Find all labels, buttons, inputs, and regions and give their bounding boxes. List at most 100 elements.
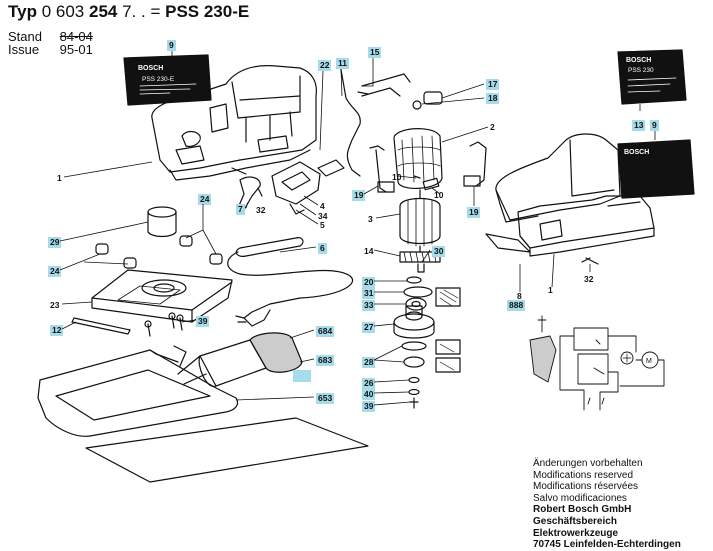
svg-text:M: M bbox=[646, 358, 652, 365]
typ-number-prefix: 0 603 bbox=[41, 2, 85, 21]
nameplate-right-top: BOSCH PSS 230 bbox=[617, 49, 687, 105]
callout-blank bbox=[293, 370, 311, 382]
part-8 bbox=[485, 233, 531, 253]
brush-holder-right bbox=[469, 141, 487, 187]
stand-line: Stand 84-04 bbox=[8, 29, 93, 44]
nameplate-right-top-model: PSS 230 bbox=[628, 67, 654, 74]
housing-upper bbox=[151, 65, 317, 181]
callout-19-right: 19 bbox=[467, 207, 481, 218]
callout-28: 28 bbox=[362, 357, 376, 368]
callout-9: 9 bbox=[167, 40, 176, 51]
label-14: 14 bbox=[364, 246, 374, 256]
callout-18: 18 bbox=[486, 93, 500, 104]
label-1-left: 1 bbox=[57, 173, 62, 183]
nameplate-right-bottom-brand: BOSCH bbox=[624, 149, 649, 156]
clamp-strip bbox=[71, 317, 131, 335]
typ-number: 254 bbox=[88, 2, 118, 21]
part-29 bbox=[147, 206, 177, 238]
callout-15: 15 bbox=[368, 47, 382, 58]
label-1-right: 1 bbox=[548, 285, 553, 295]
housing-right bbox=[495, 133, 655, 257]
rubber-feet bbox=[95, 235, 223, 269]
screw-39 bbox=[409, 397, 419, 409]
footer-address: 70745 Leinfelden-Echterdingen bbox=[533, 539, 681, 551]
footer-line-4: Salvo modificaciones bbox=[533, 492, 627, 504]
callout-11: 11 bbox=[336, 58, 349, 69]
switch-cover bbox=[271, 159, 345, 215]
screw-32 bbox=[581, 257, 599, 265]
ring-26 bbox=[408, 376, 420, 384]
callout-40: 40 bbox=[362, 389, 376, 400]
callout-20: 20 bbox=[362, 277, 376, 288]
footer-line-3: Modifications réservées bbox=[533, 481, 639, 493]
nameplate-right-top-brand: BOSCH bbox=[626, 57, 651, 64]
issue-line: Issue 95-01 bbox=[8, 42, 93, 57]
bearing-box-28b bbox=[435, 357, 461, 373]
label-10-upper: 10 bbox=[392, 172, 402, 182]
callout-653: 653 bbox=[316, 393, 335, 404]
callout-12: 12 bbox=[50, 325, 64, 336]
callout-6: 6 bbox=[318, 243, 327, 254]
issue-value: 95-01 bbox=[59, 42, 93, 57]
footer-line-1: Änderungen vorbehalten bbox=[533, 458, 643, 469]
callout-9-right: 9 bbox=[650, 120, 659, 131]
parts-drawing: BOSCH PSS 230-E bbox=[37, 49, 695, 483]
callout-22: 22 bbox=[318, 60, 332, 71]
callout-24-top: 24 bbox=[198, 194, 212, 205]
part-17 bbox=[423, 91, 443, 105]
label-5: 5 bbox=[320, 220, 325, 230]
ring-31 bbox=[403, 286, 433, 298]
label-23: 23 bbox=[50, 300, 60, 310]
callout-13: 13 bbox=[632, 120, 646, 131]
label-2: 2 bbox=[490, 122, 495, 132]
footer-line-2: Modifications reserved bbox=[533, 469, 634, 481]
nameplate-right-bottom: BOSCH bbox=[617, 139, 695, 199]
label-4: 4 bbox=[320, 201, 325, 211]
typ-label: Typ bbox=[8, 2, 37, 21]
model-name: PSS 230-E bbox=[165, 2, 250, 21]
callout-24-left: 24 bbox=[48, 266, 62, 277]
nameplate-left-brand: BOSCH bbox=[138, 65, 163, 72]
sanding-sheet bbox=[85, 417, 369, 483]
type-title: Typ 0 603 254 7. . = PSS 230-E bbox=[8, 2, 249, 22]
bearing-box-31 bbox=[435, 287, 461, 307]
part-18 bbox=[412, 100, 422, 110]
label-32-right: 32 bbox=[584, 274, 594, 284]
callout-7: 7 bbox=[236, 204, 245, 215]
eccentric-27 bbox=[393, 305, 435, 339]
nameplate-left: BOSCH PSS 230-E bbox=[123, 54, 212, 106]
label-34: 34 bbox=[318, 211, 328, 221]
brush-rods bbox=[361, 73, 411, 97]
screws-39 bbox=[147, 315, 183, 337]
callout-888: 888 bbox=[507, 300, 526, 311]
armature bbox=[399, 189, 441, 273]
callout-684: 684 bbox=[316, 326, 335, 337]
brush-holder-left bbox=[369, 145, 387, 193]
base-plate bbox=[91, 269, 233, 323]
dust-extraction bbox=[177, 332, 303, 387]
sanding-pad bbox=[37, 345, 239, 437]
label-10-lower: 10 bbox=[434, 190, 444, 200]
label-3: 3 bbox=[368, 214, 373, 224]
issue-label: Issue bbox=[8, 42, 40, 57]
footer-company: Robert Bosch GmbH bbox=[533, 504, 632, 516]
nameplate-left-model: PSS 230-E bbox=[142, 76, 175, 83]
stand-value: 84-04 bbox=[59, 29, 93, 44]
footer-notice: Änderungen vorbehalten Modifications res… bbox=[533, 458, 683, 551]
callout-33: 33 bbox=[362, 300, 376, 311]
bearing-33 bbox=[405, 297, 427, 311]
washer-20 bbox=[406, 276, 422, 284]
callout-17: 17 bbox=[486, 79, 500, 90]
bearing-28b bbox=[403, 356, 425, 368]
typ-suffix: 7. . = bbox=[122, 2, 161, 21]
callout-39-left: 39 bbox=[196, 316, 210, 327]
callout-26: 26 bbox=[362, 378, 376, 389]
circuit-diagram: M bbox=[529, 315, 665, 411]
washer-28a bbox=[401, 341, 427, 351]
stand-label: Stand bbox=[8, 29, 42, 44]
field-coil bbox=[393, 128, 443, 189]
callout-30: 30 bbox=[432, 246, 446, 257]
washer-40 bbox=[408, 388, 420, 396]
label-8: 8 bbox=[517, 291, 522, 301]
callout-19-left: 19 bbox=[352, 190, 366, 201]
